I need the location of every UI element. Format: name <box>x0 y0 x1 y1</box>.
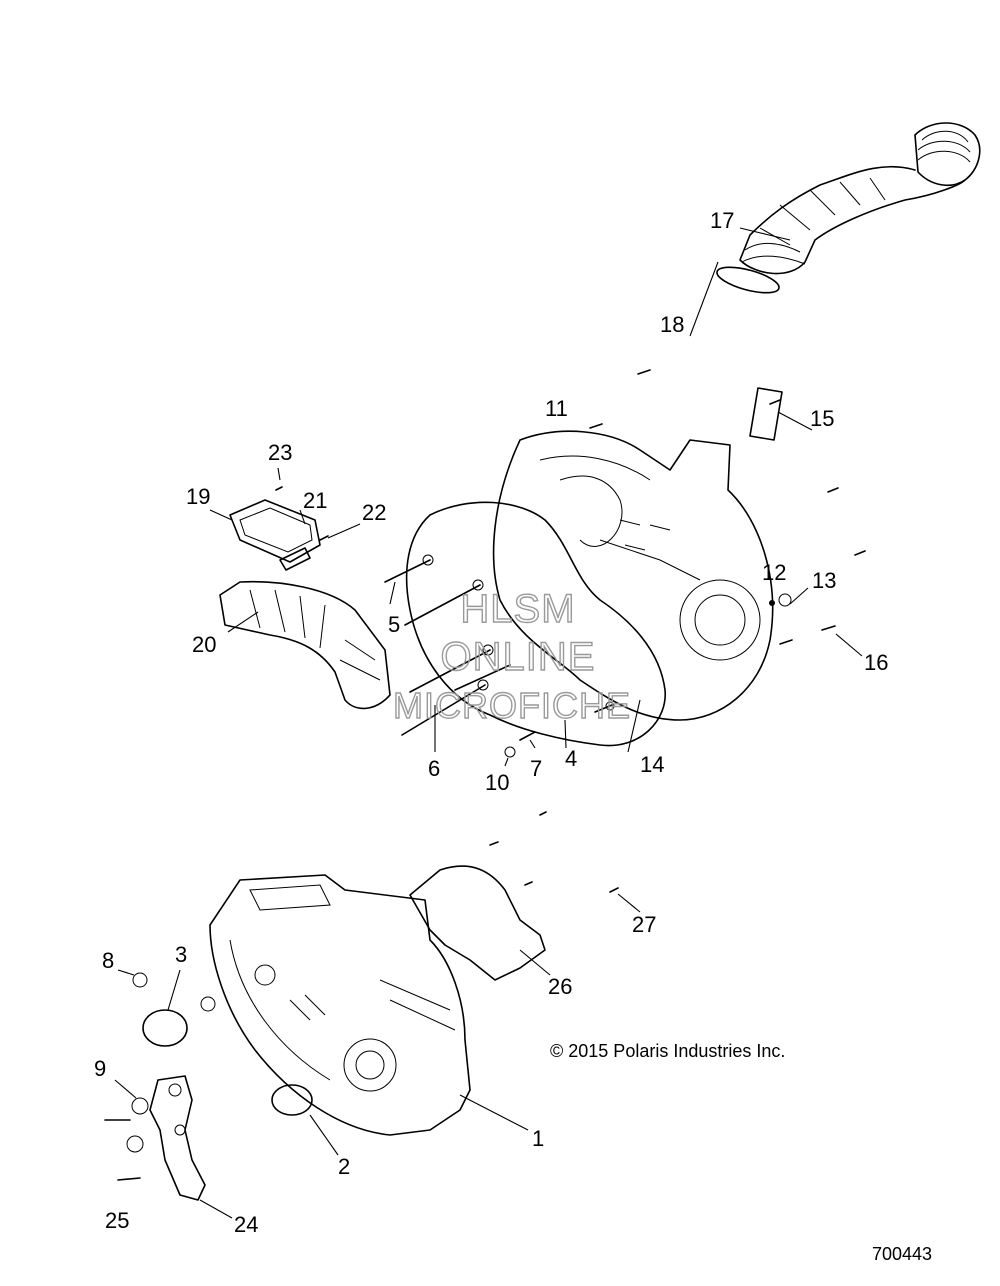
callout-10: 10 <box>485 770 509 795</box>
watermark-line-1: HLSM <box>460 587 575 631</box>
callout-18: 18 <box>660 312 684 337</box>
callout-22: 22 <box>362 500 386 525</box>
callout-15: 15 <box>810 406 834 431</box>
part-18-clamp <box>716 266 780 294</box>
callout-4: 4 <box>565 746 577 771</box>
callout-21: 21 <box>303 488 327 513</box>
callout-19: 19 <box>186 484 210 509</box>
callout-13: 13 <box>812 568 836 593</box>
callout-20: 20 <box>192 632 216 657</box>
part-15-label <box>749 387 783 441</box>
callout-6: 6 <box>428 756 440 781</box>
callout-27: 27 <box>632 912 656 937</box>
part-20-inlet-duct <box>219 580 391 710</box>
callout-5: 5 <box>388 612 400 637</box>
part-1-inner-clutch-cover <box>209 874 471 1136</box>
callout-14: 14 <box>640 752 664 777</box>
watermark-line-2: ONLINE <box>441 635 596 679</box>
callout-24: 24 <box>234 1212 258 1237</box>
callout-25: 25 <box>105 1208 129 1233</box>
part-14-cover-gasket <box>405 501 666 747</box>
callout-17: 17 <box>710 208 734 233</box>
callout-11: 11 <box>545 396 568 421</box>
watermark: HLSM ONLINE MICROFICHE <box>392 586 631 726</box>
callout-2: 2 <box>338 1154 350 1179</box>
leader-lines <box>114 227 863 1219</box>
watermark-line-3: MICROFICHE <box>393 685 631 726</box>
callout-23: 23 <box>268 440 292 465</box>
part-3-o-ring <box>142 1009 188 1047</box>
copyright-notice: © 2015 Polaris Industries Inc. <box>550 1041 785 1061</box>
fasteners <box>104 369 866 1181</box>
callout-26: 26 <box>548 974 572 999</box>
callout-8: 8 <box>102 948 114 973</box>
callout-16: 16 <box>864 650 888 675</box>
figure-number: 700443 <box>872 1244 932 1264</box>
callout-labels: 17 18 11 15 23 19 21 22 12 13 5 20 16 14… <box>94 208 888 1237</box>
part-11-outer-clutch-cover <box>492 430 774 721</box>
callout-9: 9 <box>94 1056 106 1081</box>
part-19-21-filter-frame <box>229 499 321 571</box>
part-2-plug <box>271 1084 313 1116</box>
callout-7: 7 <box>530 756 542 781</box>
callout-1: 1 <box>532 1126 544 1151</box>
callout-3: 3 <box>175 942 187 967</box>
callout-12: 12 <box>762 560 786 585</box>
part-24-mount-bracket <box>149 1075 206 1201</box>
part-17-outlet-duct <box>739 122 981 275</box>
part-26-bracket <box>409 865 546 981</box>
